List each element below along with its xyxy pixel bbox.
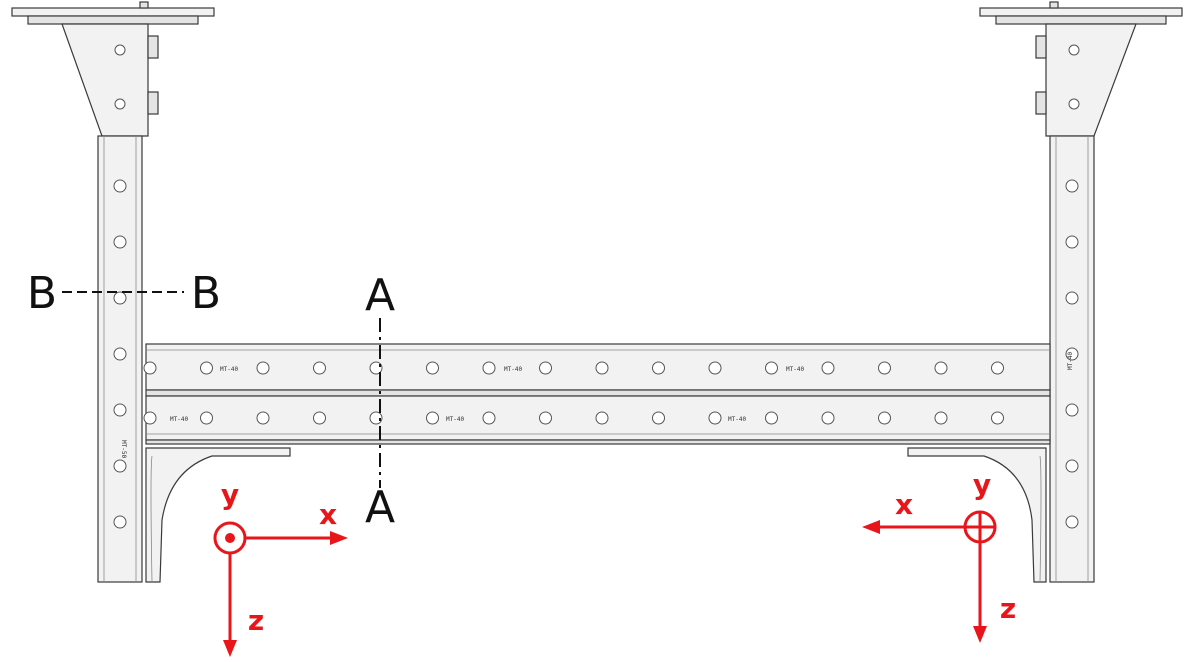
beam-marking: MT-40 (170, 416, 188, 423)
mounting-hole (708, 411, 722, 425)
left-post-holes (113, 179, 127, 529)
left-top-plate (11, 7, 215, 17)
section-b-right-label: B (191, 268, 221, 319)
beam-marking: MT-40 (446, 416, 464, 423)
left-z-arrowhead (223, 640, 237, 657)
mounting-hole (934, 411, 948, 425)
mounting-hole (765, 411, 778, 425)
mounting-hole (113, 179, 127, 193)
mounting-hole (113, 347, 127, 361)
mounting-hole (652, 361, 665, 375)
beam-assembly: MT-40 MT-40 MT-40 MT-40 MT-40 MT-40 (143, 343, 1051, 445)
mounting-hole (652, 411, 665, 425)
mounting-hole (482, 361, 496, 375)
left-bracket-bolt-lower (147, 91, 159, 115)
mounting-hole (113, 515, 127, 529)
left-post-marking: MT-50 (120, 440, 127, 458)
mounting-hole (1065, 515, 1079, 529)
mounting-hole (1065, 291, 1079, 305)
right-z-arrowhead (973, 626, 987, 643)
mounting-hole (113, 403, 127, 417)
mounting-hole (200, 361, 213, 375)
right-x-label: x (895, 488, 913, 521)
left-z-label: z (248, 604, 264, 637)
mounting-hole (256, 411, 270, 425)
right-bracket-hole (1068, 44, 1080, 56)
mounting-hole (426, 411, 439, 425)
beam-marking: MT-40 (504, 366, 522, 373)
right-gusset (907, 447, 1047, 583)
right-bracket-bolt-upper (1035, 35, 1047, 59)
mounting-hole (765, 361, 778, 375)
mounting-hole (539, 411, 552, 425)
mounting-hole (200, 411, 213, 425)
mounting-hole (482, 411, 496, 425)
mounting-hole (595, 361, 609, 375)
mounting-hole (1065, 235, 1079, 249)
section-a-bottom-label: A (365, 482, 395, 533)
right-x-arrowhead (862, 520, 880, 534)
right-top-plate-base (995, 15, 1167, 25)
right-top-plate (979, 7, 1183, 17)
mounting-hole (256, 361, 270, 375)
right-bracket-bolt-lower (1035, 91, 1047, 115)
mounting-hole (878, 361, 891, 375)
left-support: MT-50 (11, 1, 291, 583)
section-a-a: A A (365, 270, 395, 533)
left-bracket-hole (114, 44, 126, 56)
mounting-hole (113, 235, 127, 249)
mounting-hole (821, 361, 835, 375)
left-bracket-hole (114, 98, 126, 110)
left-bracket-bolt-upper (147, 35, 159, 59)
section-a-top-label: A (365, 270, 395, 321)
left-gusset (145, 447, 291, 583)
right-top-bolt (1049, 1, 1059, 9)
beam-bottom-flange (145, 439, 1051, 445)
mounting-hole (1065, 179, 1079, 193)
mounting-hole (426, 361, 439, 375)
mounting-hole (113, 291, 127, 305)
mounting-hole (821, 411, 835, 425)
mounting-hole (595, 411, 609, 425)
right-bracket-hole (1068, 98, 1080, 110)
left-coordinate-system: y x z (213, 478, 348, 657)
mounting-hole (991, 361, 1004, 375)
right-y-label: y (973, 468, 991, 501)
right-bracket (1045, 23, 1137, 137)
left-x-arrowhead (330, 531, 348, 545)
beam-marking: MT-40 (728, 416, 746, 423)
left-y-label: y (221, 478, 239, 511)
mounting-hole (708, 361, 722, 375)
left-y-dot (225, 533, 235, 543)
right-post-holes (1065, 179, 1079, 529)
mounting-hole (143, 411, 157, 425)
left-top-plate-base (27, 15, 199, 25)
mounting-hole (539, 361, 552, 375)
right-support: MT-40 (907, 1, 1183, 583)
beam-marking: MT-40 (220, 366, 238, 373)
beam-marking: MT-40 (786, 366, 804, 373)
right-coordinate-system: y x z (862, 468, 1016, 643)
beam-separator (145, 389, 1051, 397)
beam-holes (143, 361, 1004, 425)
mounting-hole (313, 411, 326, 425)
mounting-hole (313, 361, 326, 375)
mounting-hole (113, 459, 127, 473)
section-b-left-label: B (27, 268, 57, 319)
right-post-marking: MT-40 (1067, 352, 1074, 370)
mounting-hole (878, 411, 891, 425)
mounting-hole (934, 361, 948, 375)
mounting-hole (991, 411, 1004, 425)
mounting-hole (143, 361, 157, 375)
section-b-b: B B (27, 268, 221, 319)
mounting-hole (1065, 347, 1079, 361)
left-x-label: x (319, 498, 337, 531)
right-z-label: z (1000, 592, 1016, 625)
left-top-bolt (139, 1, 149, 9)
mounting-hole (1065, 459, 1079, 473)
left-bracket (61, 23, 149, 137)
mounting-hole (1065, 403, 1079, 417)
